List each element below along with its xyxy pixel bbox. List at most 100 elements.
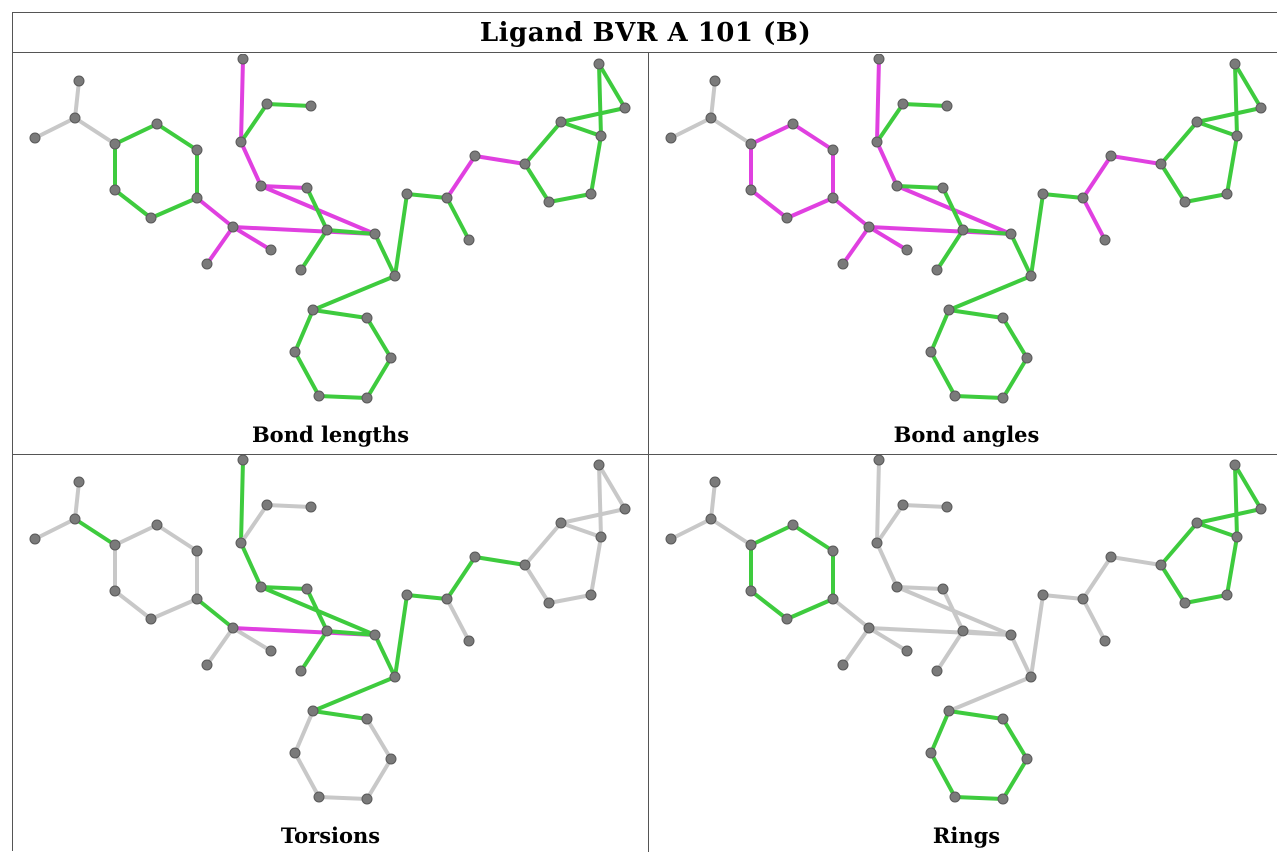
bond-29-30 <box>559 521 603 539</box>
bond-29-30 <box>1195 120 1239 138</box>
atom-8 <box>191 593 203 605</box>
bond-8-18 <box>195 597 235 630</box>
bond-25-26 <box>473 555 527 567</box>
atom-37 <box>949 390 961 402</box>
table-title: Ligand BVR A 101 (B) <box>479 17 812 48</box>
bond-34-35 <box>1001 316 1029 360</box>
atom-34 <box>997 312 1009 324</box>
bond-14-15 <box>305 186 329 232</box>
bond-29-30 <box>559 120 603 138</box>
bond-10-11 <box>901 503 949 509</box>
atom-8 <box>827 192 839 204</box>
bond-17-21 <box>1009 232 1033 278</box>
atom-37 <box>313 791 325 803</box>
atom-7 <box>781 212 793 224</box>
atom-32 <box>619 503 631 515</box>
bond-32-30 <box>559 507 627 525</box>
atom-5 <box>827 545 839 557</box>
bond-13-14 <box>259 585 309 591</box>
atom-13 <box>891 180 903 192</box>
atom-27 <box>543 196 555 208</box>
atom-30 <box>555 116 567 128</box>
panel-rings: Rings <box>649 455 1277 855</box>
bond-23-25 <box>445 154 477 200</box>
bond-12-10 <box>875 102 905 144</box>
atom-35 <box>1021 753 1033 765</box>
atom-3 <box>109 138 121 150</box>
atom-14 <box>937 182 949 194</box>
bond-1-2 <box>33 517 77 541</box>
atom-33 <box>307 705 319 717</box>
bond-37-38 <box>929 350 957 398</box>
atom-25 <box>1105 551 1117 563</box>
atom-11 <box>941 501 953 513</box>
bond-13-14 <box>895 585 945 591</box>
atom-26 <box>519 158 531 170</box>
bond-25-26 <box>1109 555 1163 567</box>
bond-1-2 <box>669 116 713 140</box>
caption-rings: Rings <box>932 823 1001 848</box>
bond-12-10 <box>239 503 269 545</box>
bond-28-29 <box>589 535 603 597</box>
bond-34-35 <box>365 316 393 360</box>
bond-23-24 <box>445 196 471 242</box>
bond-12-10 <box>875 503 905 545</box>
atom-21 <box>389 270 401 282</box>
atom-2 <box>665 132 677 144</box>
bond-30-26 <box>1159 120 1199 166</box>
atom-38 <box>289 747 301 759</box>
bond-12-9 <box>875 57 881 144</box>
atom-3 <box>109 539 121 551</box>
atom-22 <box>401 188 413 200</box>
bond-3-4 <box>113 523 159 547</box>
atom-2 <box>29 533 41 545</box>
bond-1-2 <box>669 517 713 541</box>
bond-29-31 <box>1233 62 1239 138</box>
atom-24 <box>1099 635 1111 647</box>
bond-1-3 <box>709 517 753 547</box>
atom-29 <box>1231 130 1243 142</box>
atom-20 <box>901 244 913 256</box>
bond-28-29 <box>589 134 603 196</box>
bond-25-26 <box>473 154 527 166</box>
atom-20 <box>265 645 277 657</box>
atom-27 <box>543 597 555 609</box>
atom-32 <box>619 102 631 114</box>
bond-12-9 <box>239 458 245 545</box>
atom-38 <box>925 346 937 358</box>
atom-1 <box>69 513 81 525</box>
bond-33-34 <box>947 709 1005 721</box>
atom-5 <box>191 144 203 156</box>
atom-11 <box>941 100 953 112</box>
atom-33 <box>943 705 955 717</box>
molecule-bond-lengths <box>29 54 631 404</box>
atom-0 <box>709 476 721 488</box>
atom-12 <box>871 537 883 549</box>
bond-0-1 <box>709 79 717 120</box>
ligand-table: Ligand BVR A 101 (B) Bond lengths Bond a… <box>12 12 1277 852</box>
bond-26-27 <box>1159 162 1187 204</box>
bond-18-19 <box>841 626 871 667</box>
bond-23-24 <box>1081 196 1107 242</box>
atom-11 <box>305 501 317 513</box>
atom-16 <box>931 665 943 677</box>
bond-15-16 <box>299 629 329 673</box>
bond-7-6 <box>749 188 789 220</box>
atom-5 <box>191 545 203 557</box>
bond-10-11 <box>265 503 313 509</box>
atom-29 <box>595 531 607 543</box>
bond-18-20 <box>867 626 909 653</box>
atom-8 <box>191 192 203 204</box>
bond-21-22 <box>1029 192 1045 278</box>
atom-19 <box>837 659 849 671</box>
bond-21-33 <box>311 675 397 713</box>
atom-13 <box>891 581 903 593</box>
bond-27-28 <box>1183 593 1229 605</box>
atom-6 <box>109 585 121 597</box>
bond-38-33 <box>929 709 951 755</box>
atom-14 <box>301 583 313 595</box>
bond-8-7 <box>785 196 835 220</box>
atom-4 <box>787 519 799 531</box>
bond-13-14 <box>895 184 945 190</box>
atom-28 <box>585 188 597 200</box>
